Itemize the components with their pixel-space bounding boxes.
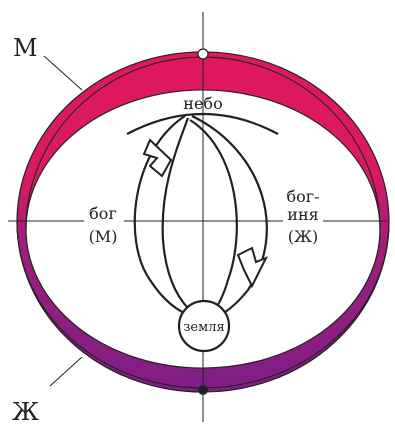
god-flow-inner <box>161 117 195 315</box>
top-pole-marker <box>197 48 209 60</box>
goddess-label-bg <box>283 188 323 248</box>
god-label-line1: бог <box>89 204 117 223</box>
male-leader-line <box>43 55 83 91</box>
goddess-label-line3: (Ж) <box>288 227 318 246</box>
goddess-flow-inner <box>189 119 238 315</box>
god-label-bg <box>84 205 124 247</box>
earth-circle <box>177 299 231 353</box>
male-marker-label: М <box>13 34 38 62</box>
god-arrow-barb <box>142 138 173 178</box>
female-marker-label: Ж <box>12 398 39 426</box>
goddess-label-line1: бог- <box>286 187 319 206</box>
female-leader-line <box>49 356 83 387</box>
goddess-arrow-barb <box>236 246 269 289</box>
goddess-flow-outer <box>191 115 268 320</box>
sky-label: небо <box>183 94 222 113</box>
goddess-label-line2: иня <box>287 205 318 224</box>
bottom-pole-marker <box>198 385 208 395</box>
earth-label: земля <box>183 320 224 335</box>
god-label-line2: (М) <box>89 227 118 246</box>
sky-arc <box>126 113 279 135</box>
